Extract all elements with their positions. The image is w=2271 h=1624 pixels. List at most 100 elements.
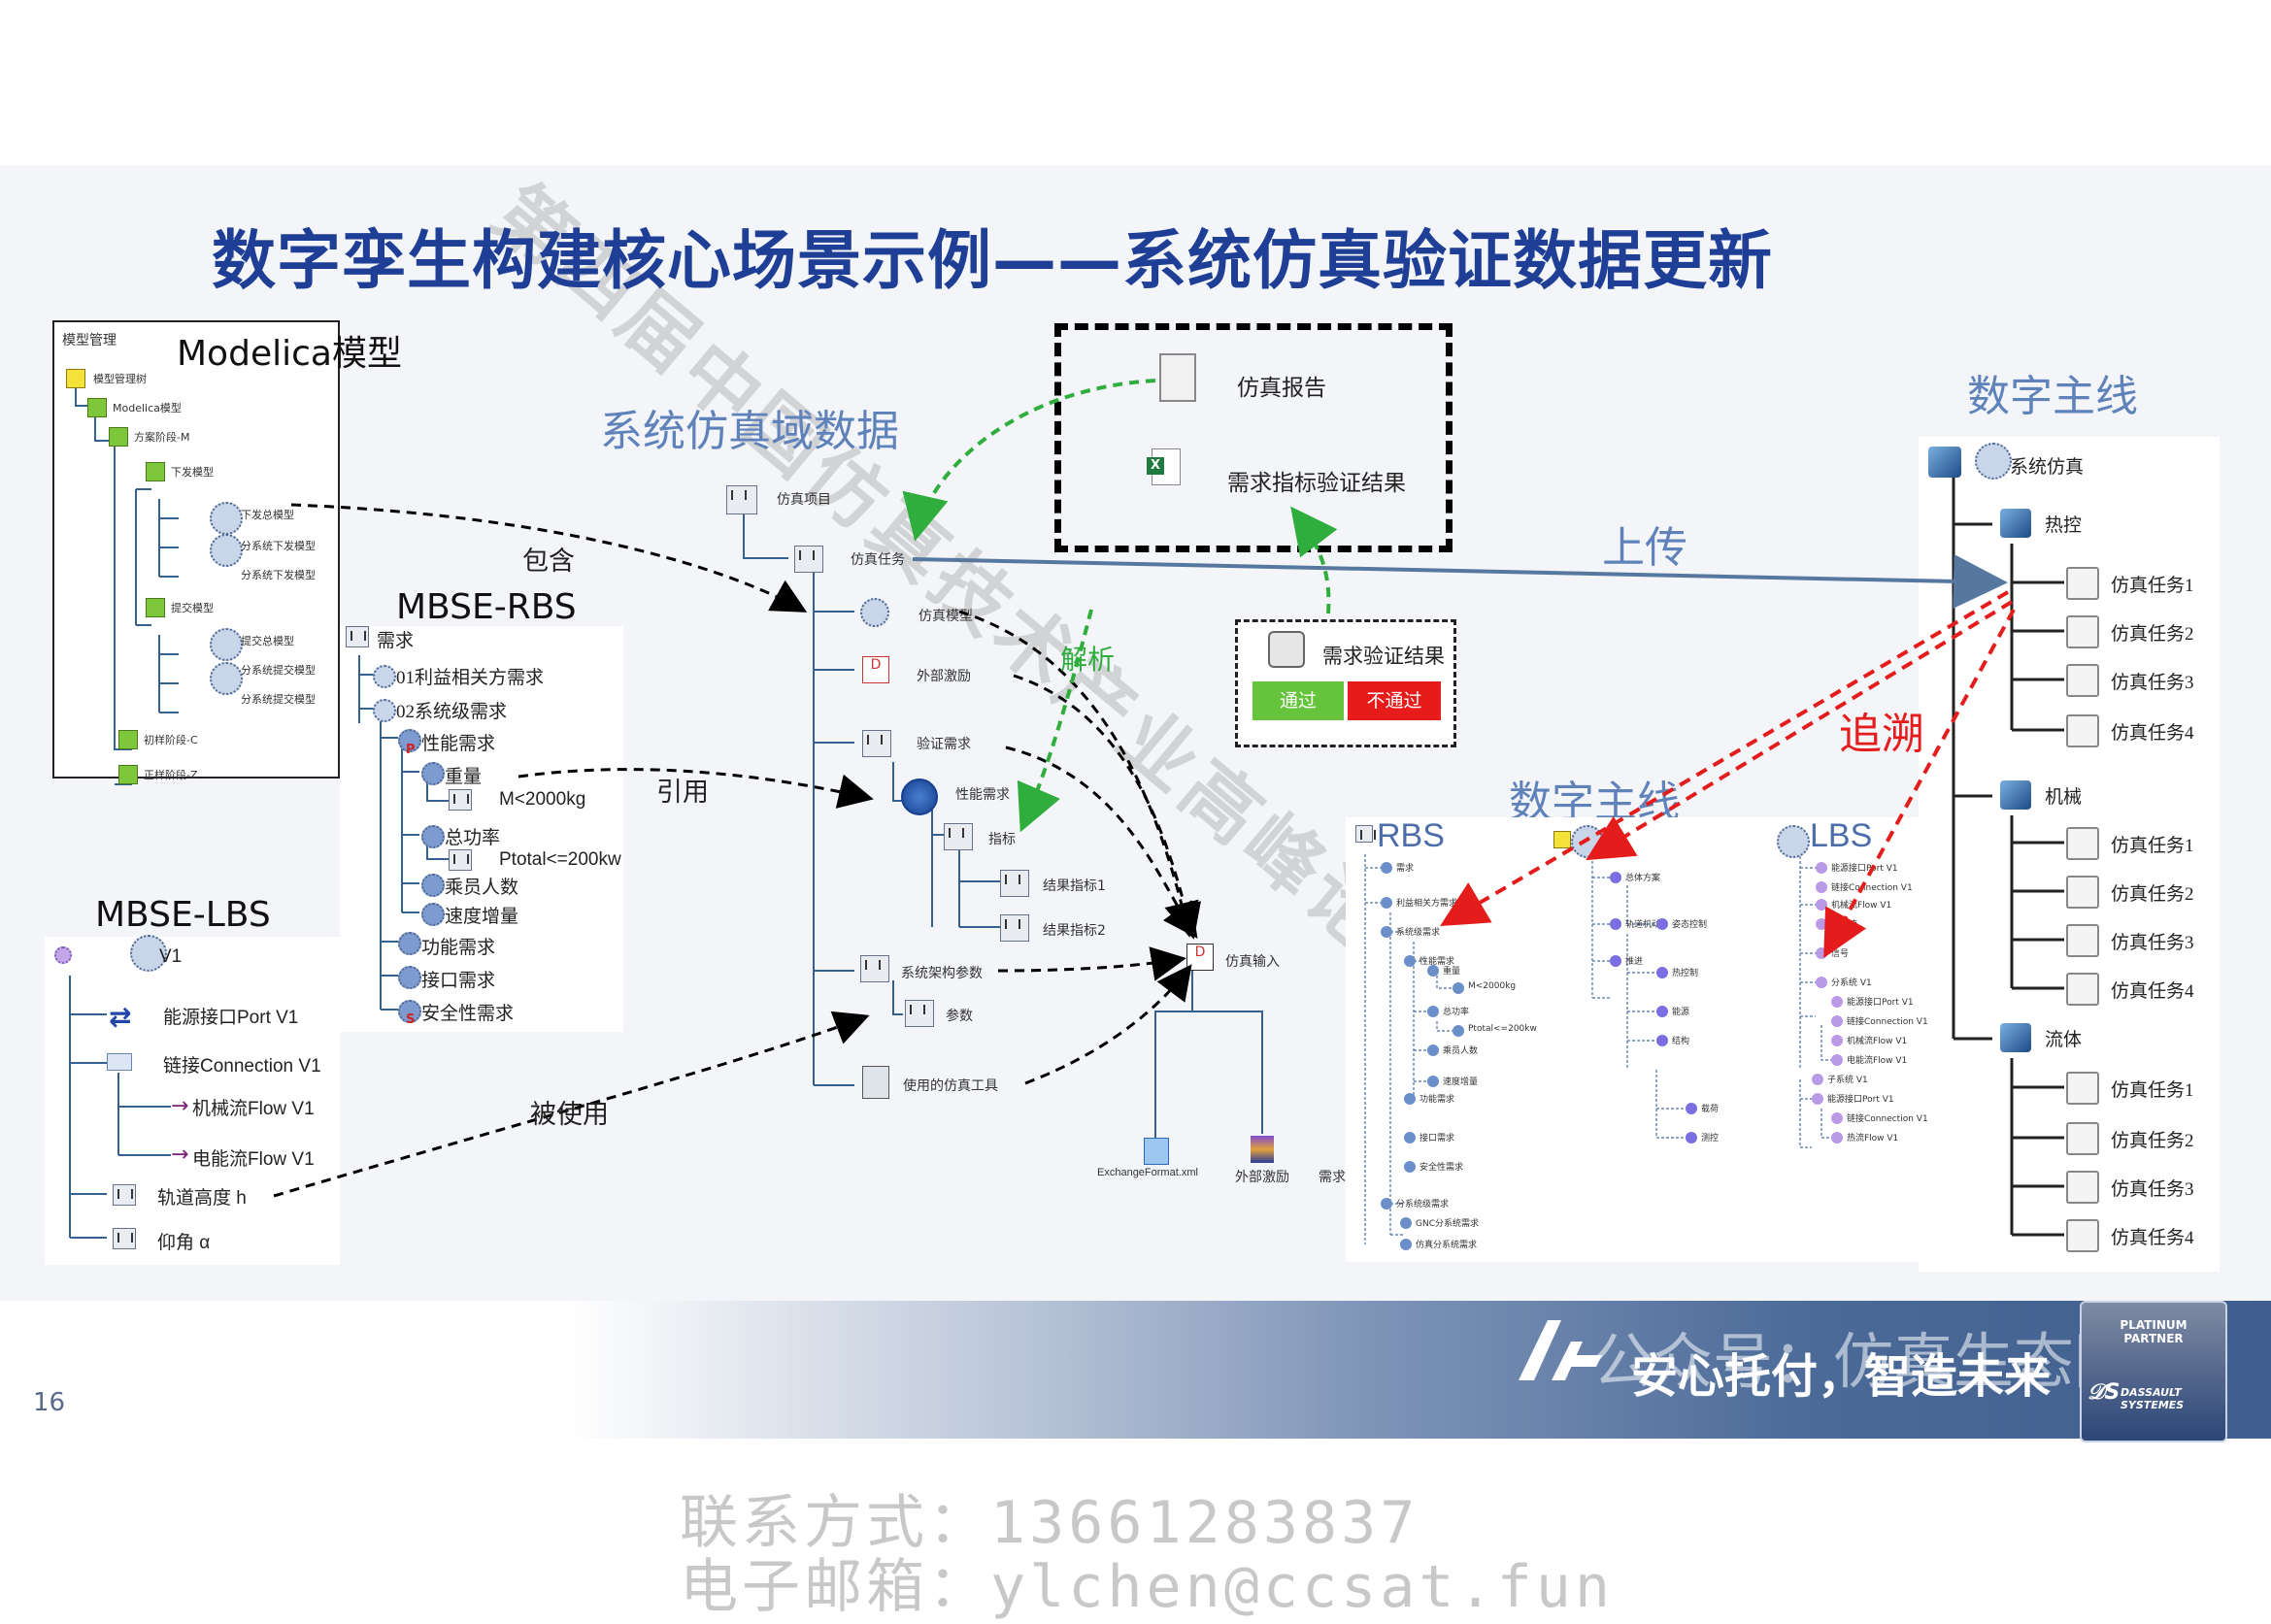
sim-item[interactable]: 系统架构参数 bbox=[901, 966, 983, 981]
lbs-item[interactable]: 能源接口Port V1 bbox=[163, 1008, 299, 1028]
modelica-item[interactable]: 提交模型 bbox=[171, 602, 214, 614]
thread-mid-item[interactable]: 热流Flow V1 bbox=[1847, 1134, 1899, 1143]
thread-mid-item[interactable]: M<2000kg bbox=[1468, 981, 1517, 991]
thread-mid-item[interactable]: 安全性需求 bbox=[1419, 1163, 1464, 1173]
thread-mid-item[interactable]: 电能流Flow V1 bbox=[1847, 1056, 1908, 1066]
rbs-item[interactable]: 接口需求 bbox=[421, 971, 496, 991]
sim-item[interactable]: 指标 bbox=[988, 832, 1016, 847]
modelica-item[interactable]: 分系统提交模型 bbox=[241, 664, 316, 677]
thread-task-label[interactable]: 仿真任务1 bbox=[2111, 1080, 2194, 1101]
thread-task-label[interactable]: 仿真任务3 bbox=[2111, 933, 2194, 953]
rbs-item[interactable]: 总功率 bbox=[445, 828, 501, 848]
thread-task-label[interactable]: 仿真任务4 bbox=[2111, 1228, 2194, 1248]
thread-group-label[interactable]: 机械 bbox=[2045, 787, 2083, 808]
thread-mid-item[interactable]: 结构 bbox=[1672, 1037, 1690, 1046]
thread-mid-item[interactable]: Ptotal<=200kw bbox=[1468, 1024, 1537, 1034]
thread-mid-item[interactable]: 能源接口Port V1 bbox=[1831, 864, 1898, 874]
thread-mid-item[interactable]: 总体方案 bbox=[1625, 874, 1661, 883]
thread-mid-item[interactable]: 热控制 bbox=[1672, 969, 1699, 978]
thread-mid-item[interactable]: 能源接口Port V1 bbox=[1847, 998, 1914, 1008]
sim-item[interactable]: 结果指标2 bbox=[1043, 923, 1106, 939]
thread-mid-item[interactable]: 机械流Flow V1 bbox=[1847, 1037, 1908, 1046]
thread-task-label[interactable]: 仿真任务3 bbox=[2111, 1179, 2194, 1200]
rbs-item[interactable]: 安全性需求 bbox=[421, 1004, 515, 1024]
thread-group-label[interactable]: 热控 bbox=[2045, 515, 2083, 536]
lbs-item[interactable]: 电能流Flow V1 bbox=[192, 1149, 315, 1170]
thread-mid-item[interactable]: 需求 bbox=[1396, 864, 1415, 874]
result-label[interactable]: 需求指标验证结果 bbox=[1227, 471, 1406, 495]
rbs-item[interactable]: 功能需求 bbox=[421, 938, 496, 958]
rbs-item[interactable]: Ptotal<=200kw bbox=[499, 849, 621, 870]
thread-mid-item[interactable]: 链接Connection V1 bbox=[1831, 883, 1913, 893]
thread-task-label[interactable]: 仿真任务4 bbox=[2111, 981, 2194, 1002]
sim-item[interactable]: 仿真任务 bbox=[851, 552, 905, 568]
thread-mid-item[interactable]: 链接Connection V1 bbox=[1847, 1017, 1928, 1027]
thread-root[interactable]: 系统仿真 bbox=[2010, 457, 2085, 478]
thread-mid-item[interactable]: 速度增量 bbox=[1443, 1077, 1479, 1087]
lbs-item[interactable]: 链接Connection V1 bbox=[163, 1056, 321, 1077]
thread-task-label[interactable]: 仿真任务3 bbox=[2111, 673, 2194, 693]
thread-mid-item[interactable]: 子系统 V1 bbox=[1827, 1076, 1868, 1085]
modelica-item[interactable]: 下发模型 bbox=[171, 466, 214, 479]
modelica-item[interactable]: 下发总模型 bbox=[241, 509, 294, 521]
lbs-item[interactable]: 仰角 α bbox=[157, 1233, 211, 1253]
lbs-item[interactable]: V1 bbox=[159, 946, 183, 967]
thread-mid-item[interactable]: 接口需求 bbox=[1419, 1134, 1455, 1143]
sim-item[interactable]: 验证需求 bbox=[917, 737, 971, 752]
modelica-item[interactable]: 模型管理树 bbox=[93, 373, 147, 385]
thread-mid-item[interactable]: 能源接口Port V1 bbox=[1827, 1095, 1894, 1105]
thread-mid-item[interactable]: 乘员人数 bbox=[1443, 1046, 1479, 1056]
sim-item[interactable]: 仿真项目 bbox=[777, 492, 831, 508]
lbs-item[interactable]: 轨道高度 h bbox=[157, 1188, 247, 1209]
rbs-item[interactable]: 需求 bbox=[377, 631, 415, 651]
thread-mid-item[interactable]: 能源 bbox=[1672, 1008, 1690, 1017]
thread-mid-item[interactable]: 推进 bbox=[1625, 957, 1644, 967]
rbs-item[interactable]: 01利益相关方需求 bbox=[396, 668, 545, 688]
report-label[interactable]: 仿真报告 bbox=[1237, 376, 1326, 400]
thread-mid-item[interactable]: 利益相关方需求 bbox=[1396, 899, 1458, 909]
thread-mid-item[interactable]: 性能需求 bbox=[1419, 957, 1455, 967]
thread-task-label[interactable]: 仿真任务1 bbox=[2111, 836, 2194, 856]
thread-mid-item[interactable]: 载荷 bbox=[1701, 1105, 1720, 1114]
sim-item[interactable]: 仿真输入 bbox=[1225, 954, 1280, 970]
sim-item[interactable]: 结果指标1 bbox=[1043, 878, 1106, 894]
modelica-item[interactable]: 分系统下发模型 bbox=[241, 569, 316, 581]
thread-mid-item[interactable]: 链接Connection V1 bbox=[1847, 1114, 1928, 1124]
modelica-item[interactable]: 方案阶段-M bbox=[134, 431, 190, 444]
rbs-item[interactable]: 性能需求 bbox=[421, 734, 496, 754]
sim-item[interactable]: 参数 bbox=[946, 1009, 973, 1024]
thread-mid-item[interactable]: 分系统级需求 bbox=[1396, 1200, 1450, 1210]
rbs-item[interactable]: M<2000kg bbox=[499, 789, 586, 810]
thread-mid-item[interactable]: 系统级需求 bbox=[1396, 928, 1441, 938]
thread-mid-item[interactable]: 姿态控制 bbox=[1672, 920, 1708, 930]
rbs-item[interactable]: 重量 bbox=[445, 767, 483, 787]
modelica-item[interactable]: Modelica模型 bbox=[113, 402, 182, 414]
modelica-item[interactable]: 初样阶段-C bbox=[144, 734, 198, 746]
sim-item[interactable]: 需求 bbox=[1319, 1170, 1346, 1185]
thread-mid-item[interactable]: 轨道机动 bbox=[1625, 920, 1661, 930]
rbs-item[interactable]: 乘员人数 bbox=[445, 878, 519, 898]
modelica-item[interactable]: 分系统提交模型 bbox=[241, 693, 316, 706]
sim-item[interactable]: 使用的仿真工具 bbox=[903, 1078, 998, 1094]
sim-item[interactable]: 性能需求 bbox=[955, 787, 1010, 803]
sim-item[interactable]: ExchangeFormat.xml bbox=[1097, 1167, 1198, 1178]
thread-mid-item[interactable]: 总功率 bbox=[1443, 1008, 1470, 1017]
rbs-item[interactable]: 速度增量 bbox=[445, 907, 519, 927]
fail-button[interactable]: 不通过 bbox=[1348, 681, 1441, 720]
rbs-item[interactable]: 02系统级需求 bbox=[396, 702, 508, 722]
thread-task-label[interactable]: 仿真任务4 bbox=[2111, 723, 2194, 744]
thread-mid-item[interactable]: 测控 bbox=[1701, 1134, 1720, 1143]
sim-item[interactable]: 外部激励 bbox=[917, 669, 971, 684]
modelica-item[interactable]: 提交总模型 bbox=[241, 635, 294, 647]
thread-mid-item[interactable]: 仿真分系统需求 bbox=[1416, 1241, 1478, 1250]
thread-task-label[interactable]: 仿真任务2 bbox=[2111, 884, 2194, 905]
sim-item[interactable]: 外部激励 bbox=[1235, 1170, 1289, 1185]
pass-button[interactable]: 通过 bbox=[1252, 681, 1344, 720]
thread-mid-item[interactable]: 机械流Flow V1 bbox=[1831, 901, 1892, 911]
thread-task-label[interactable]: 仿真任务2 bbox=[2111, 624, 2194, 645]
modelica-item[interactable]: 正样阶段-Z bbox=[144, 769, 198, 781]
modelica-item[interactable]: 分系统下发模型 bbox=[241, 540, 316, 552]
thread-task-label[interactable]: 仿真任务2 bbox=[2111, 1131, 2194, 1151]
thread-mid-item[interactable]: GNC分系统需求 bbox=[1416, 1219, 1479, 1229]
thread-mid-item[interactable]: 功能需求 bbox=[1419, 1095, 1455, 1105]
